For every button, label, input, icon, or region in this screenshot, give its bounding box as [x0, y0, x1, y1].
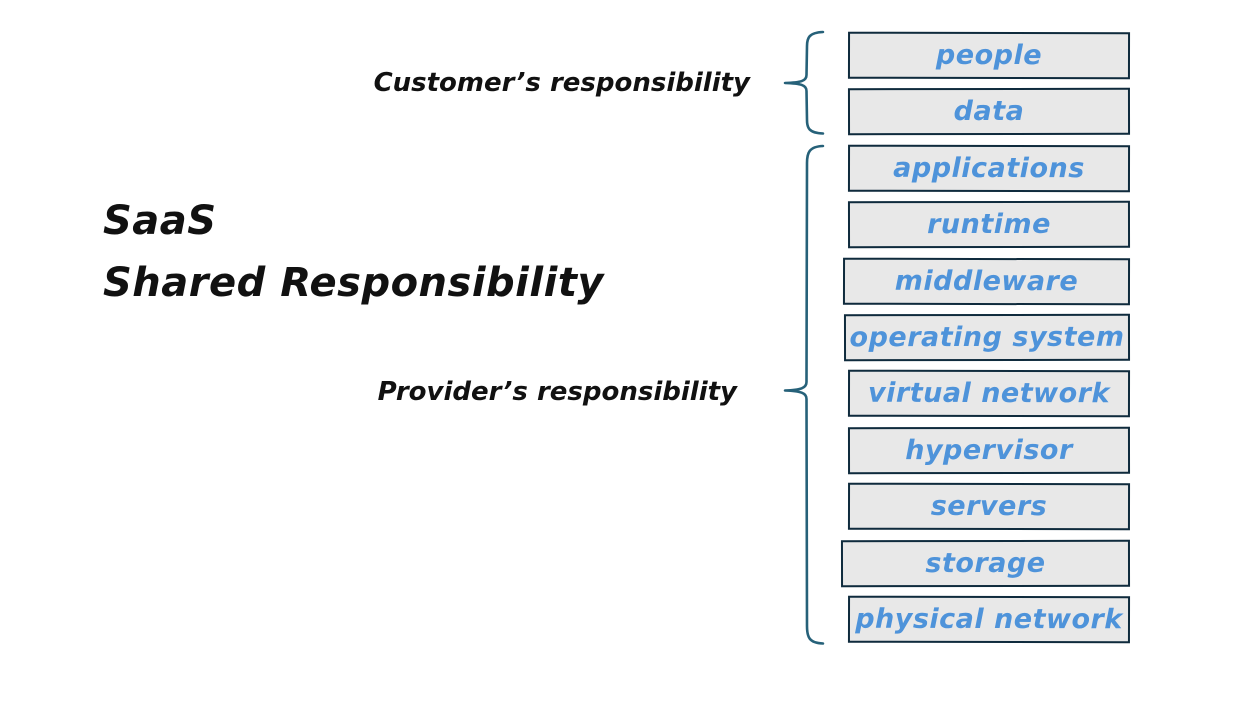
provider-responsibility-label: Provider’s responsibility [377, 377, 737, 407]
layer-box: runtime [847, 200, 1131, 249]
layer-label: servers [930, 491, 1048, 523]
layer-box: virtual network [847, 370, 1131, 418]
layer-label: runtime [927, 209, 1051, 241]
layer-box: operating system [843, 313, 1131, 362]
layer-box: applications [847, 144, 1131, 193]
customer-curly-brace-icon [783, 30, 825, 135]
layer-box: hypervisor [847, 426, 1131, 474]
layer-box: servers [847, 482, 1131, 531]
customer-responsibility-label: Customer’s responsibility [373, 68, 750, 98]
layer-label: applications [893, 152, 1085, 184]
layer-box: storage [840, 539, 1131, 587]
layer-label: middleware [894, 265, 1079, 297]
layer-label: hypervisor [905, 434, 1073, 466]
diagram-title: SaaS Shared Responsibility [103, 190, 604, 314]
diagram-title-line1: SaaS [103, 198, 217, 244]
layer-box: middleware [842, 257, 1131, 305]
layer-label: virtual network [868, 378, 1110, 410]
layer-stack: people data applications runtime middlew… [840, 31, 1131, 644]
diagram-title-line2: Shared Responsibility [103, 260, 605, 306]
layer-label: data [953, 96, 1025, 128]
layer-label: operating system [849, 321, 1125, 354]
layer-label: storage [925, 547, 1046, 579]
provider-curly-brace-icon [783, 144, 825, 645]
layer-box: people [847, 31, 1131, 80]
layer-label: people [935, 39, 1043, 72]
layer-box: physical network [847, 595, 1131, 644]
layer-box: data [847, 88, 1131, 136]
layer-label: physical network [855, 603, 1123, 636]
